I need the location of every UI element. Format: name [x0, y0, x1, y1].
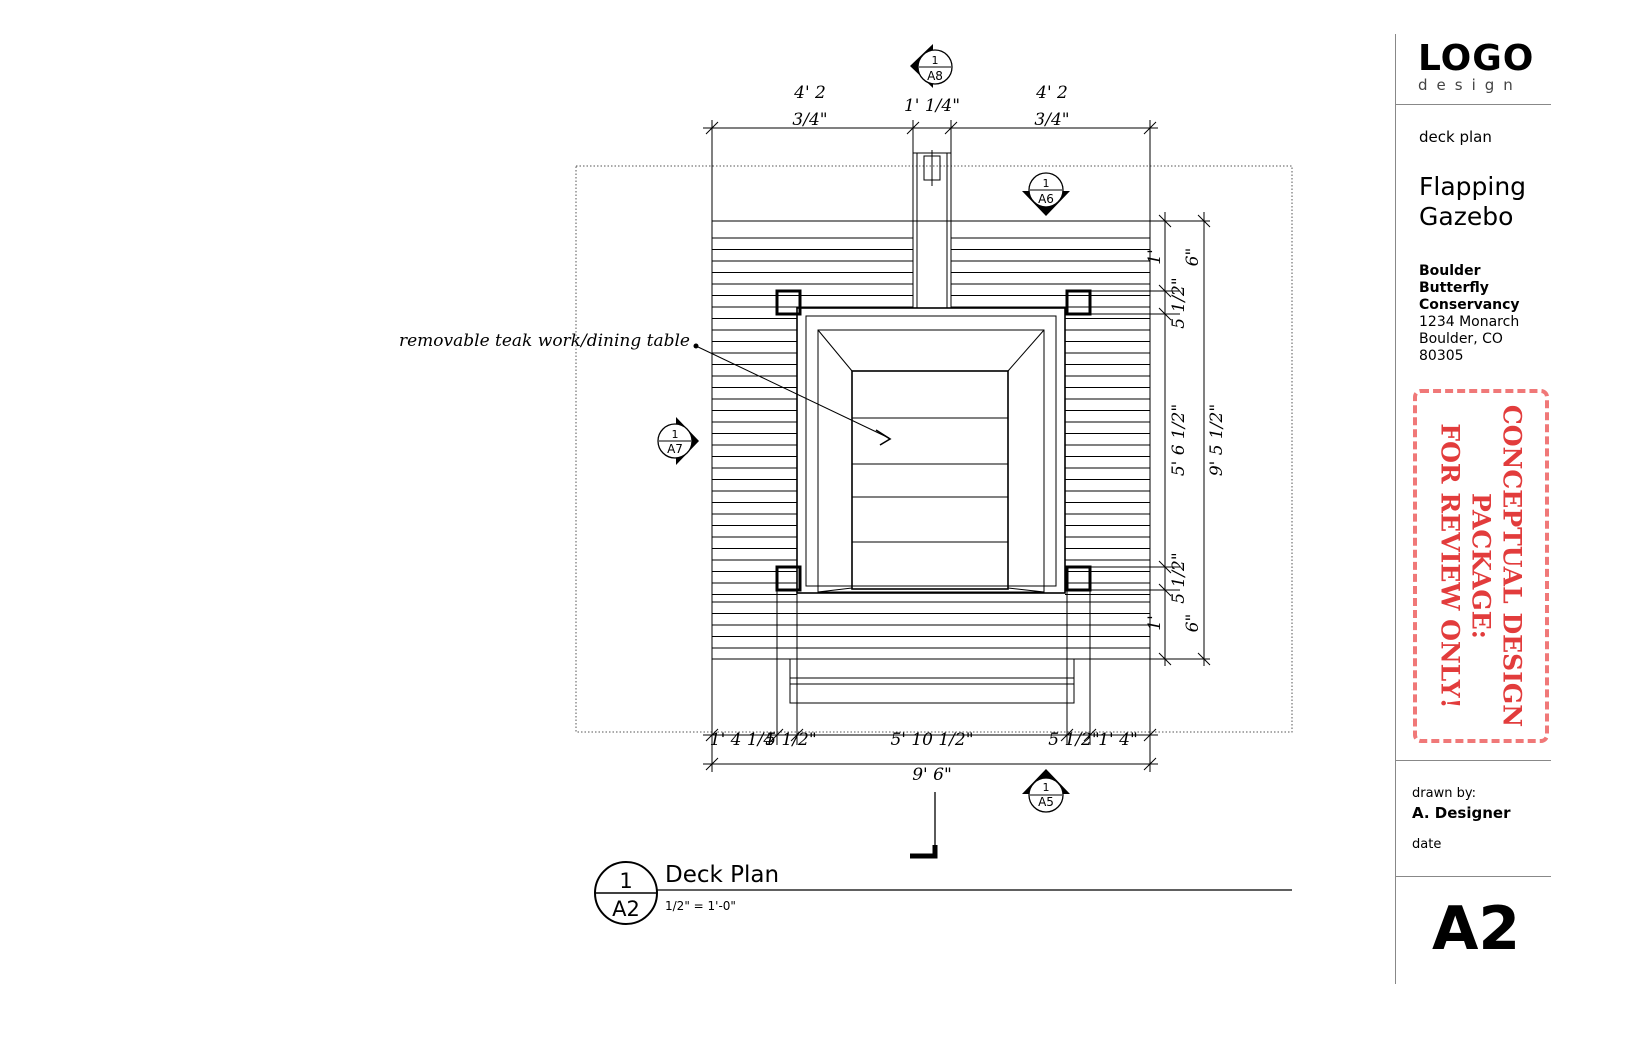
svg-text:A8: A8 [927, 69, 943, 83]
dim-right-d: 5' 6 1/2" [1169, 404, 1189, 476]
dim-top-left-frac: 3/4" [792, 110, 827, 130]
section-marker-a7: 1 A7 [657, 417, 699, 465]
dim-right-g: 6" [1183, 614, 1203, 633]
dim-right-e: 5 1/2" [1169, 552, 1189, 603]
front-step [789, 658, 1075, 704]
logo-subtext: design [1418, 76, 1522, 94]
dim-right-a: 1' [1145, 249, 1165, 265]
deck-boards-right [951, 237, 1150, 595]
callout-leader [695, 345, 890, 439]
section-marker-a8: 1 A8 [910, 44, 953, 88]
gazebo-frame-outer [796, 307, 1066, 594]
dim-bottom-total: 9' 6" [912, 765, 952, 785]
date-label: date [1412, 837, 1442, 852]
svg-text:1: 1 [932, 54, 939, 67]
dim-top-right-frac: 3/4" [1034, 110, 1069, 130]
svg-text:1: 1 [1043, 177, 1050, 190]
section-cut-mark [910, 792, 938, 859]
dim-bottom-c: 5' 10 1/2" [890, 730, 973, 750]
post-sw [775, 565, 802, 592]
sheet-number: A2 [1432, 894, 1521, 964]
post-nw [775, 289, 802, 316]
deck-boards-left [712, 237, 913, 595]
dim-right-b: 6" [1183, 248, 1203, 267]
site-boundary [575, 165, 1293, 733]
review-stamp: CONCEPTUAL DESIGN PACKAGE: FOR REVIEW ON… [1413, 389, 1549, 743]
svg-text:1: 1 [1043, 781, 1050, 794]
svg-text:A5: A5 [1038, 795, 1054, 809]
drawn-by-label: drawn by: [1412, 786, 1476, 801]
gazebo-frame-inner [805, 315, 1057, 587]
view-scale: 1/2" = 1'-0" [665, 899, 736, 913]
dim-right-total: 9' 5 1/2" [1207, 404, 1227, 476]
section-marker-a6: 1 A6 [1022, 172, 1070, 216]
view-title-bubble: 1 A2 [594, 861, 658, 925]
drawn-by-name: A. Designer [1412, 804, 1511, 822]
dim-bottom-a: 1' 4 1/4 [710, 730, 774, 750]
logo-text: LOGO [1418, 38, 1535, 79]
client-info: Boulder Butterfly Conservancy 1234 Monar… [1419, 263, 1520, 364]
dim-top-left: 4' 2 [793, 83, 826, 103]
post-ne [1065, 289, 1092, 316]
callout-note: removable teak work/dining table [399, 331, 690, 351]
dim-bottom-d: 5 1/2" [1048, 730, 1099, 750]
dim-top-center: 1' 1/4" [904, 96, 960, 116]
dining-table [851, 370, 1009, 590]
dim-right-f: 1' [1145, 615, 1165, 631]
section-marker-a5: 1 A5 [1022, 769, 1070, 813]
dim-top-right: 4' 2 [1035, 83, 1068, 103]
project-name: Flapping Gazebo [1419, 172, 1527, 231]
post-se [1065, 565, 1092, 592]
svg-text:1: 1 [619, 869, 632, 893]
deck-boards-bottom [712, 601, 1150, 649]
svg-text:A6: A6 [1038, 192, 1054, 206]
dim-right-c: 5 1/2" [1169, 277, 1189, 328]
svg-text:A7: A7 [667, 442, 683, 456]
sheet-label: deck plan [1419, 128, 1492, 146]
dim-bottom-b: 5 1/2" [765, 730, 816, 750]
dim-bottom-e: 1' 4" [1098, 730, 1138, 750]
svg-text:1: 1 [672, 428, 679, 441]
title-block: LOGO design deck plan Flapping Gazebo Bo… [1395, 34, 1556, 984]
svg-text:A2: A2 [612, 897, 640, 921]
view-title: Deck Plan [665, 862, 780, 888]
